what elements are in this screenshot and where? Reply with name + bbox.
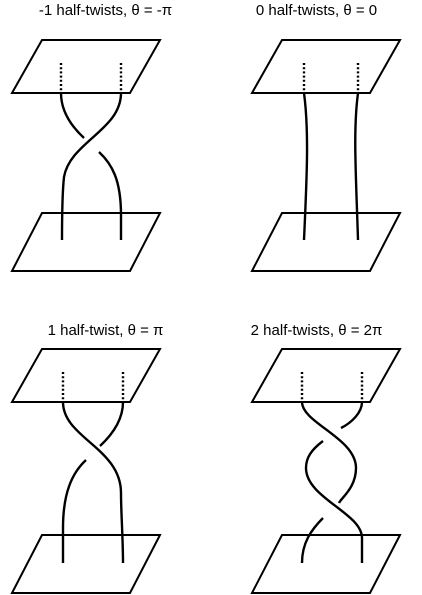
strand-over-upper — [59, 92, 85, 139]
strand-over-lower — [61, 459, 87, 563]
top-plane — [10, 348, 162, 403]
bottom-plane — [10, 212, 162, 272]
top-plane — [250, 39, 402, 94]
strand-under — [61, 401, 125, 564]
strand-a-lower — [300, 517, 324, 564]
strand-left — [302, 92, 309, 241]
strand-right — [354, 92, 360, 241]
strand-b-top — [340, 401, 364, 430]
panel-title: -1 half-twists, θ = -π — [38, 2, 173, 19]
twist-diagram — [250, 348, 402, 594]
top-plane — [10, 39, 162, 94]
twist-diagram — [250, 39, 402, 272]
bottom-plane — [250, 534, 402, 594]
panel-one-half-twist: 1 half-twist, θ = π — [0, 298, 211, 595]
panel-title: 2 half-twists, θ = 2π — [250, 322, 383, 339]
panel-title: 1 half-twist, θ = π — [47, 322, 164, 339]
strand-b-main — [304, 440, 364, 563]
panel-title: 0 half-twists, θ = 0 — [255, 2, 378, 19]
bottom-plane — [10, 534, 162, 594]
panel-minus-one-half-twist: -1 half-twists, θ = -π — [0, 0, 211, 297]
strand-over-upper — [99, 401, 125, 447]
panel-zero-half-twists: 0 half-twists, θ = 0 — [211, 0, 422, 297]
twist-diagram — [10, 39, 162, 272]
twist-diagram — [10, 348, 162, 594]
bottom-plane — [250, 212, 402, 272]
strand-a-upper — [300, 401, 358, 504]
strand-under — [60, 92, 123, 241]
strand-over-lower — [98, 151, 123, 240]
top-plane — [250, 348, 402, 403]
panel-two-half-twists: 2 half-twists, θ = 2π — [211, 298, 422, 595]
